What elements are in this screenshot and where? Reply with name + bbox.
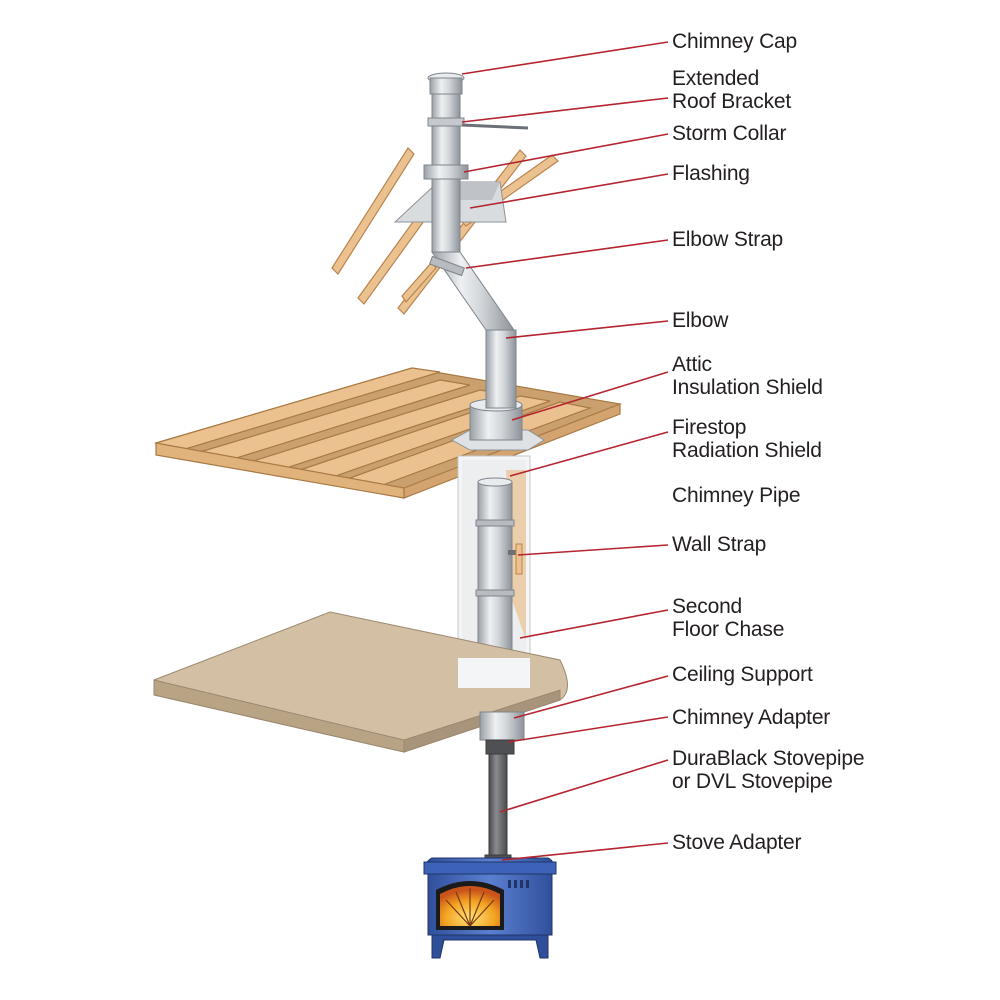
leader-stove-adapter	[502, 843, 668, 860]
ceiling-support	[480, 712, 524, 754]
leader-chimney-cap	[462, 42, 668, 74]
leader-elbow-strap	[466, 240, 668, 268]
chimney-pipe-lower	[476, 478, 514, 652]
leader-wall-strap	[518, 545, 668, 555]
attic-joists	[156, 368, 620, 498]
leader-stovepipe	[500, 760, 668, 812]
leader-chimney-adapter	[508, 717, 668, 742]
leader-storm-collar	[464, 134, 668, 172]
leader-elbow	[506, 321, 668, 338]
stove	[424, 858, 556, 958]
chimney-cap	[428, 73, 464, 94]
leader-extended-roof-bracket	[462, 98, 668, 122]
leader-second-floor-chase	[520, 610, 668, 638]
